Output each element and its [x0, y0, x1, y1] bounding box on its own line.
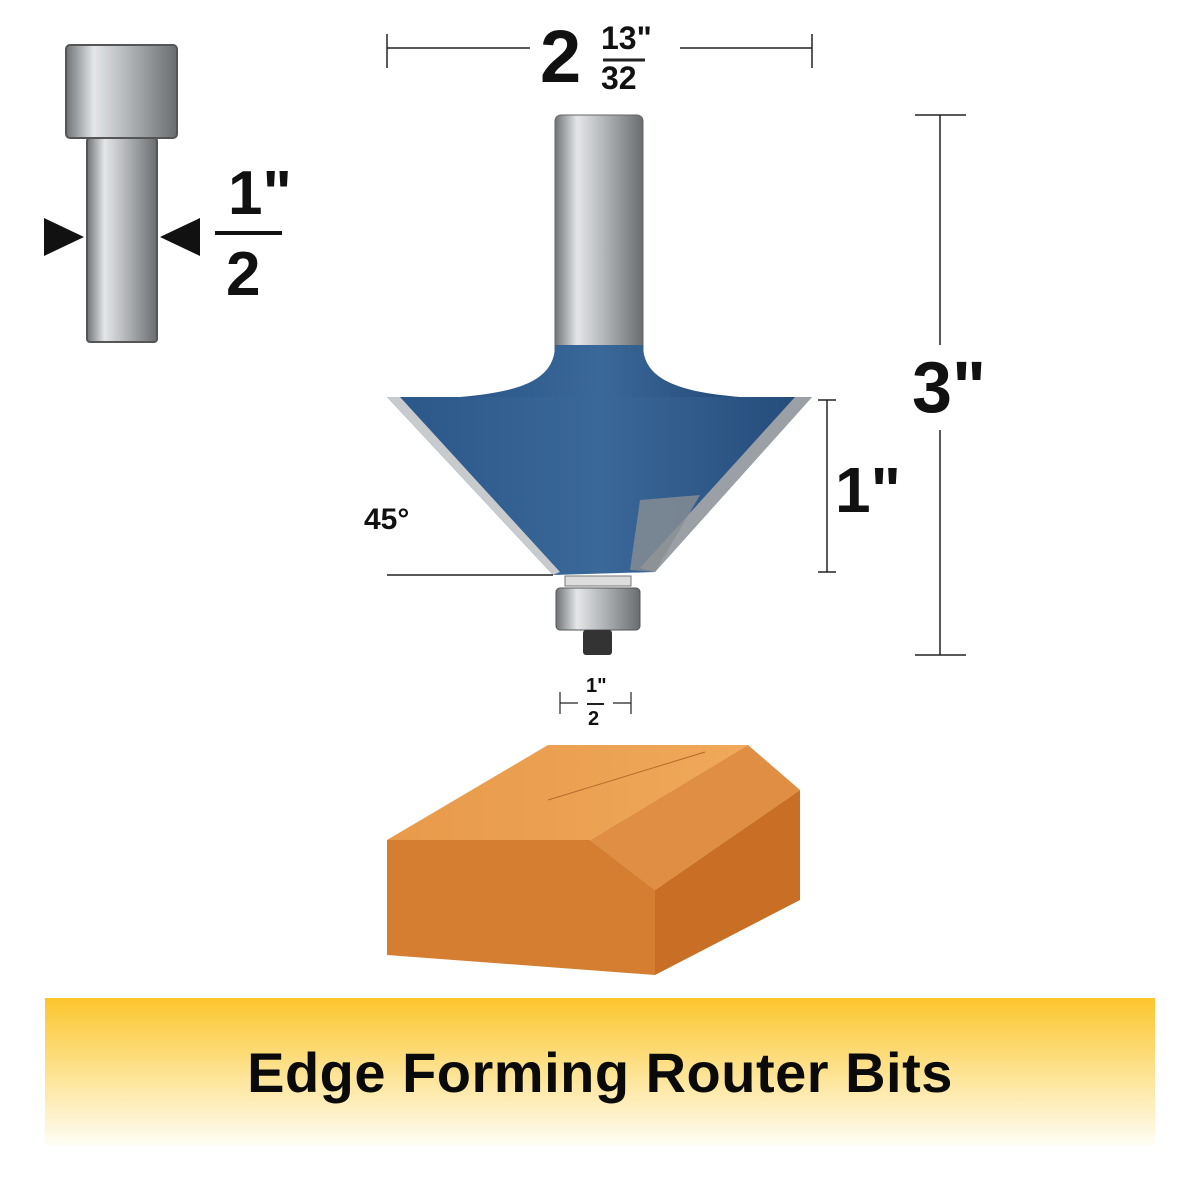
angle-label: 45°	[364, 503, 410, 536]
bearing-diameter-denominator: 2	[588, 708, 600, 730]
shank-diameter-numerator: 1"	[228, 159, 292, 228]
cutting-height-label: 1"	[835, 454, 901, 526]
shank-size-icon	[44, 44, 282, 343]
cutting-diameter-whole: 2	[540, 15, 582, 98]
overall-length-dimension-line	[915, 114, 966, 656]
arrow-right-icon	[44, 218, 84, 256]
wood-profile-sample	[387, 745, 800, 975]
shank-diameter-denominator: 2	[226, 240, 261, 309]
arrow-left-icon	[160, 218, 200, 256]
bearing-dimension-line	[559, 692, 632, 714]
overall-length-label: 3"	[912, 348, 987, 428]
cutting-diameter-numerator: 13"	[601, 20, 652, 56]
cutting-diameter-dimension-line	[386, 34, 813, 68]
bearing-diameter-numerator: 1"	[586, 675, 607, 697]
cutting-height-dimension-line	[818, 399, 836, 573]
category-banner: Edge Forming Router Bits	[45, 998, 1155, 1146]
cutting-diameter-denominator: 32	[601, 60, 637, 96]
banner-title: Edge Forming Router Bits	[247, 1040, 953, 1104]
router-bit	[387, 114, 812, 655]
